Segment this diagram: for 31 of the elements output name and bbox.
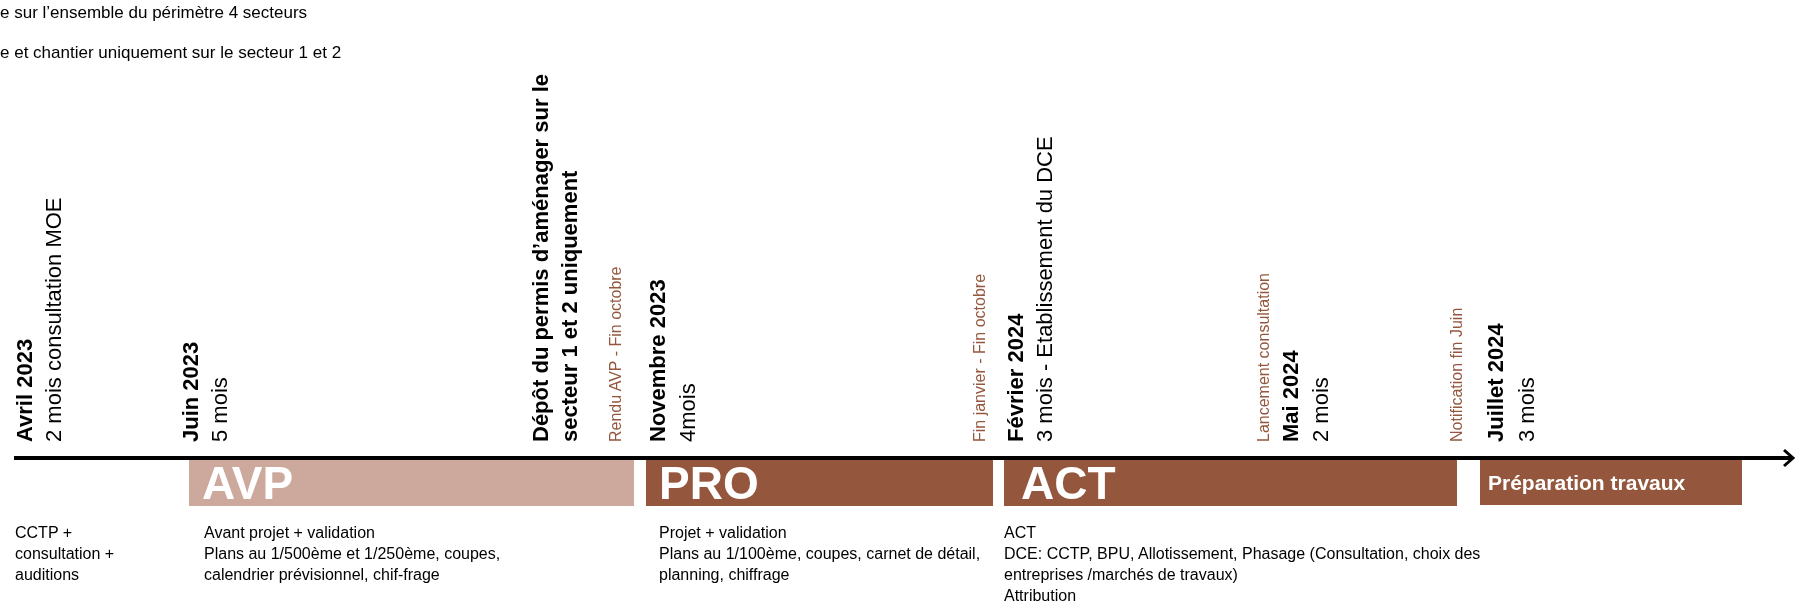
milestone-date: Avril 2023 <box>11 338 38 442</box>
milestone-note: Rendu AVP - Fin octobre <box>606 266 625 442</box>
duration-text: 2 mois <box>1307 377 1334 442</box>
milestone-note: Lancement consultation <box>1254 273 1273 442</box>
duration-text: 3 mois - Etablissement du DCE <box>1031 136 1058 442</box>
milestone-date: Juillet 2024 <box>1482 323 1509 442</box>
milestone-note: Notification fin Juin <box>1447 307 1466 442</box>
duration-text: 5 mois <box>206 377 233 442</box>
phase-description: CCTP + consultation + auditions <box>15 523 116 585</box>
phase-description: Projet + validation <box>659 523 788 543</box>
phase-bar: ACT <box>1004 460 1457 506</box>
phase-description: Avant projet + validation <box>204 523 376 543</box>
milestone-note: Fin janvier - Fin octobre <box>970 273 989 442</box>
duration-text: 3 mois <box>1513 377 1540 442</box>
milestone-date: Juin 2023 <box>177 341 204 442</box>
duration-text: 2 mois consultation MOE <box>40 197 67 442</box>
phase-description: Plans au 1/500ème et 1/250ème, coupes, calendrier prévisionnel, chif-frage <box>204 544 502 585</box>
milestone-date: Février 2024 <box>1002 313 1029 442</box>
note-text: e et chantier uniquement sur le secteur 1 et 2 <box>0 42 342 64</box>
phase-description: Attribution <box>1004 586 1078 606</box>
duration-text: 4mois <box>674 383 701 442</box>
milestone-note: Dépôt du permis d’aménager sur le secteur 1 et 2 uniquement <box>527 73 583 442</box>
phase-description: Plans au 1/100ème, coupes, carnet de détail, planning, chiffrage <box>659 544 982 585</box>
milestone-date: Novembre 2023 <box>644 279 671 442</box>
phase-description: DCE: CCTP, BPU, Allotissement, Phasage (Consultation, choix des entreprises /marchés de travaux) <box>1004 544 1482 585</box>
phase-bar: PRO <box>646 460 993 506</box>
phase-bar: AVP <box>189 460 634 506</box>
milestone-date: Mai 2024 <box>1277 350 1304 442</box>
phase-bar: Préparation travaux <box>1480 460 1742 505</box>
phase-description: ACT <box>1004 523 1037 543</box>
note-text: e sur l’ensemble du périmètre 4 secteurs <box>0 2 308 24</box>
